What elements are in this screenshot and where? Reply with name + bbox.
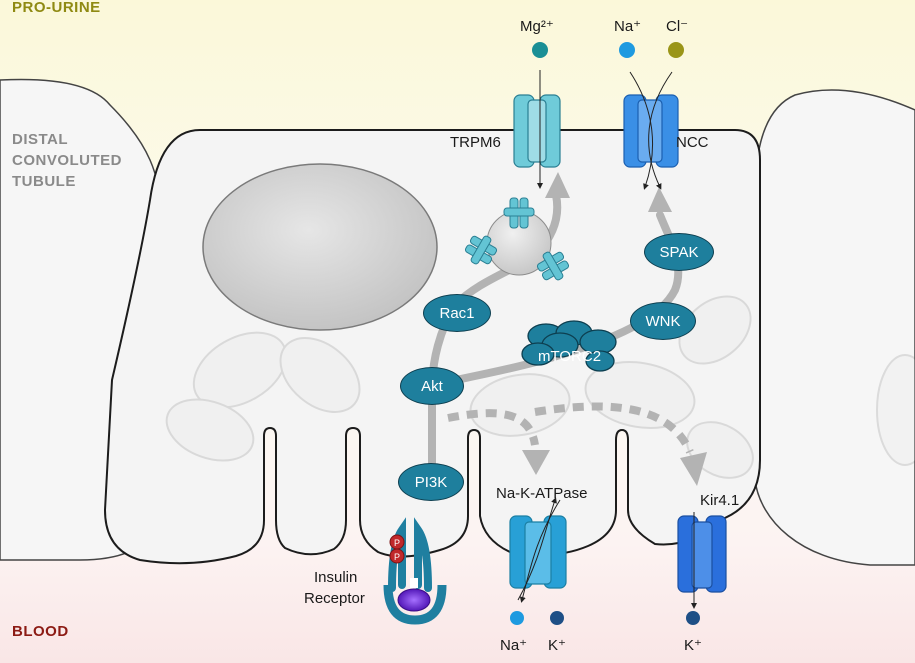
- vesicle-channel-right: [536, 251, 570, 281]
- k-ion-blood-label: K⁺: [548, 637, 566, 654]
- mitochondria-group: [165, 295, 915, 479]
- blood-label: BLOOD: [12, 623, 69, 640]
- akt-node: Akt: [400, 367, 464, 405]
- mg-ion-label: Mg²⁺: [520, 18, 554, 35]
- arrowhead-to-kir: [680, 452, 707, 486]
- cl-ion: [668, 42, 684, 58]
- mitochondrion: [165, 398, 255, 462]
- mitochondrion: [678, 295, 752, 365]
- k-influx-arrow: [517, 497, 557, 601]
- na-ion-blood: [510, 611, 524, 625]
- na-ion-urine-label: Na⁺: [614, 18, 642, 35]
- trpm6-label: TRPM6: [450, 134, 501, 151]
- insulin-receptor-label-line2: Receptor: [304, 590, 365, 607]
- vesicle-channel-left: [464, 235, 498, 265]
- ncc-label: NCC: [676, 134, 709, 151]
- dashed-arrows: [447, 402, 694, 454]
- na-k-atpase-label: Na-K-ATPase: [496, 485, 588, 502]
- cl-ion-label: Cl⁻: [666, 18, 689, 35]
- k-ion-kir: [686, 611, 700, 625]
- wnk-node: WNK: [630, 302, 696, 340]
- mitochondrion: [686, 421, 754, 479]
- spak-node: SPAK: [644, 233, 714, 271]
- arrowhead-to-ncc: [648, 187, 672, 212]
- k-ion-kir-label: K⁺: [684, 637, 702, 654]
- mitochondrion: [279, 337, 361, 413]
- kir41-channel: [677, 515, 727, 593]
- dashed-arrow-to-kir: [534, 402, 694, 454]
- na-ion-blood-label: Na⁺: [500, 637, 528, 654]
- mtorc2-complex: [521, 320, 617, 372]
- mitochondrion: [192, 331, 288, 409]
- cl-flux-arrow: [648, 71, 673, 190]
- dashed-arrow-to-nak: [447, 409, 539, 446]
- k-ion-blood: [550, 611, 564, 625]
- na-k-atpase-channel: [509, 515, 567, 589]
- vesicle-channel-top: [503, 197, 535, 229]
- ncc-channel: [623, 94, 679, 168]
- phospho-circle-2: [389, 548, 405, 564]
- na-ion-urine: [619, 42, 635, 58]
- trpm6-channel: [513, 94, 561, 168]
- arrowhead-to-nak: [522, 450, 550, 475]
- phospho-label-1: P: [394, 538, 400, 548]
- arrow-pi3k-rac1-trpm6: [428, 191, 562, 474]
- na-flux-arrow: [629, 71, 653, 190]
- mg-ion: [532, 42, 548, 58]
- na-efflux-arrow: [519, 499, 561, 603]
- neighbor-cell-right: [753, 89, 915, 566]
- mtorc2-label: mTORC2: [538, 348, 602, 365]
- pro-urine-label: PRO-URINE: [12, 0, 101, 16]
- nucleus: [202, 163, 438, 331]
- kir41-label: Kir4.1: [700, 492, 740, 509]
- pi3k-node: PI3K: [398, 463, 464, 501]
- mitochondrion: [584, 361, 696, 429]
- tubule-label-line3: TUBULE: [12, 173, 76, 190]
- insulin-receptor-label-line1: Insulin: [314, 569, 358, 586]
- tubule-label-line2: CONVOLUTED: [12, 152, 122, 169]
- phospho-label-2: P: [394, 552, 400, 562]
- rac1-node: Rac1: [423, 294, 491, 332]
- mitochondrion: [876, 354, 915, 466]
- tubule-label-line1: DISTAL: [12, 131, 69, 148]
- arrowhead-to-trpm6: [545, 172, 570, 198]
